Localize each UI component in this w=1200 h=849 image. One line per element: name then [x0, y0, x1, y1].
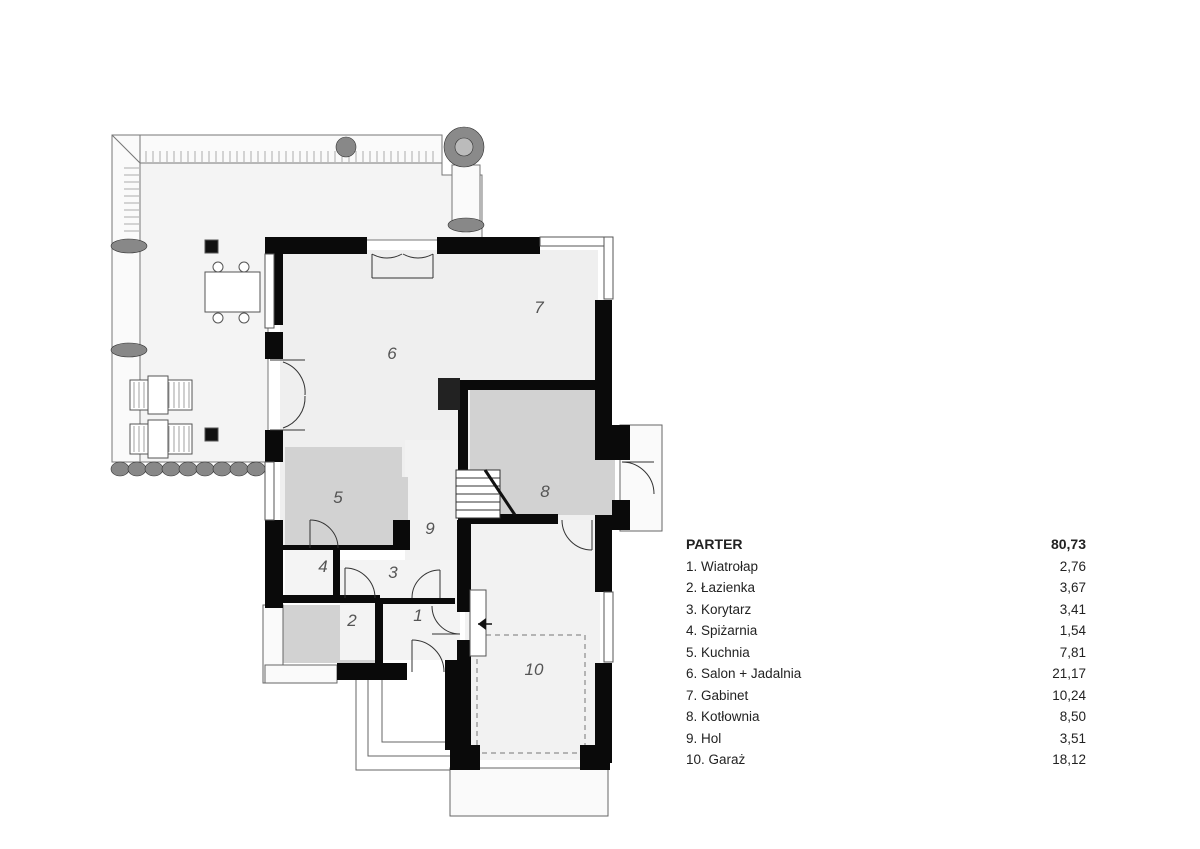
room-area: 7,81 [1059, 644, 1086, 660]
room-number-10: 10 [525, 660, 544, 679]
legend-row: 9. Hol 3,51 [686, 728, 1086, 750]
room-number-4: 4 [318, 557, 327, 576]
room-area: 8,50 [1059, 709, 1086, 724]
room-area: 10,24 [1052, 687, 1086, 703]
terrace-furniture [129, 239, 261, 459]
terrace [111, 134, 483, 463]
stairs [455, 469, 517, 519]
legend-row: 1. Wiatrołap 2,76 [686, 556, 1086, 578]
plant-icon [110, 126, 485, 477]
legend-row: 8. Kotłownia 8,50 [686, 706, 1086, 728]
room-area: 18,12 [1052, 752, 1086, 767]
legend-row: 10. Garaż 18,12 [686, 749, 1086, 771]
room-area: 2,76 [1059, 558, 1086, 574]
walls [265, 237, 630, 770]
room-name: 1. Wiatrołap [686, 558, 759, 574]
room-area: 3,41 [1059, 601, 1086, 617]
room-number-3: 3 [388, 563, 398, 582]
entrance-arrow-icon [469, 589, 492, 657]
room-name: 8. Kotłownia [686, 709, 760, 724]
legend-row: 4. Spiżarnia 1,54 [686, 620, 1086, 642]
doors [270, 253, 655, 673]
legend-header: PARTER 80,73 [686, 534, 1086, 556]
room-area: 3,67 [1059, 580, 1086, 595]
room-name: 2. Łazienka [686, 580, 756, 595]
room-number-8: 8 [540, 482, 550, 501]
legend-row: 5. Kuchnia 7,81 [686, 642, 1086, 664]
room-area-legend: PARTER 80,73 1. Wiatrołap 2,76 2. Łazienk… [686, 534, 1086, 771]
room-number-1: 1 [413, 606, 422, 625]
room-name: 3. Korytarz [686, 601, 752, 617]
legend-row: 3. Korytarz 3,41 [686, 599, 1086, 621]
room-area: 3,51 [1059, 730, 1086, 746]
room-number-2: 2 [346, 611, 357, 630]
legend-total: 80,73 [1050, 536, 1086, 552]
legend-row: 6. Salon + Jadalnia 21,17 [686, 663, 1086, 685]
legend-title: PARTER [686, 536, 743, 552]
room-number-6: 6 [387, 344, 397, 363]
room-numbers: 1 2 3 4 5 6 7 8 9 10 [318, 298, 550, 679]
legend-rows: 1. Wiatrołap 2,76 2. Łazienka 3,67 3. Kory… [686, 556, 1086, 771]
room-name: 7. Gabinet [686, 687, 749, 703]
room-area: 1,54 [1059, 623, 1086, 638]
floors [280, 250, 615, 760]
room-number-7: 7 [534, 298, 544, 317]
room-number-5: 5 [333, 488, 343, 507]
room-name: 10. Garaż [686, 752, 746, 767]
room-name: 5. Kuchnia [686, 644, 750, 660]
legend-row: 7. Gabinet 10,24 [686, 685, 1086, 707]
room-name: 6. Salon + Jadalnia [686, 666, 802, 681]
legend-row: 2. Łazienka 3,67 [686, 577, 1086, 599]
room-name: 9. Hol [686, 730, 722, 746]
room-area: 21,17 [1052, 666, 1086, 681]
room-number-9: 9 [425, 519, 435, 538]
windows [264, 236, 614, 663]
room-name: 4. Spiżarnia [686, 623, 758, 638]
